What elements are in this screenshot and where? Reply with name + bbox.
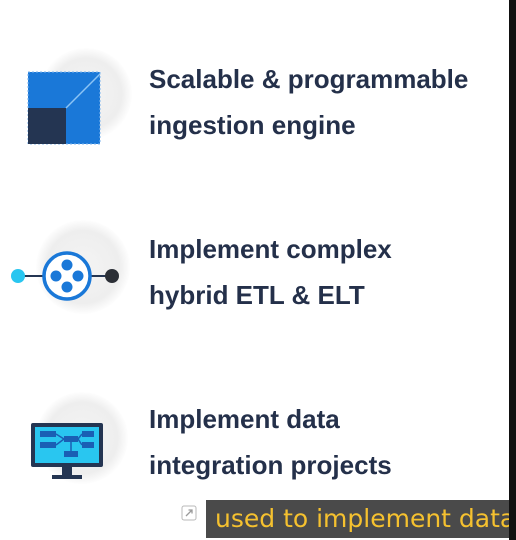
feature-line: Implement complex [149,234,392,264]
feature-line: integration projects [149,450,392,480]
caption-text: used to implement data [215,504,509,533]
caption-bar: used to implement data [206,500,509,538]
feature-label-etl: Implement complex hybrid ETL & ELT [149,226,392,318]
feature-row-integration: Implement data integration projects [0,380,509,510]
feature-row-etl: Implement complex hybrid ETL & ELT [0,210,509,340]
etl-pipeline-icon [11,251,119,301]
feature-line: Scalable & programmable [149,64,469,94]
feature-line: Implement data [149,404,340,434]
window-edge [509,0,516,540]
expand-icon[interactable] [181,505,197,521]
ingestion-engine-icon [27,71,101,145]
feature-label-integration: Implement data integration projects [149,396,392,488]
feature-line: hybrid ETL & ELT [149,280,365,310]
feature-label-ingestion: Scalable & programmable ingestion engine [149,56,468,148]
feature-row-ingestion: Scalable & programmable ingestion engine [0,40,509,170]
feature-line: ingestion engine [149,110,356,140]
monitor-diagram-icon [31,423,103,479]
